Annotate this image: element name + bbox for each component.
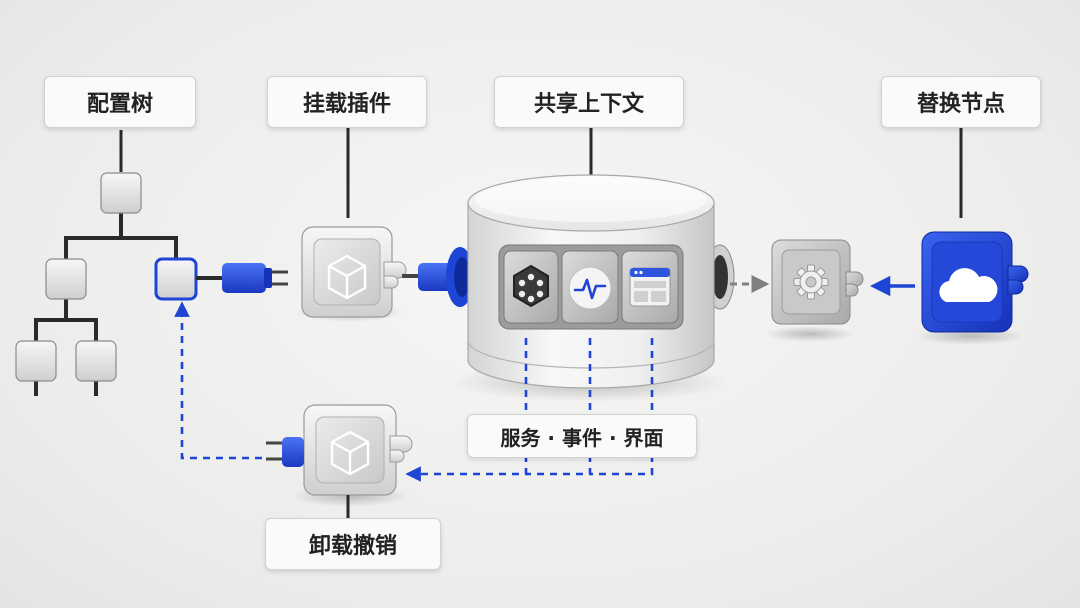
tree-node-left xyxy=(45,258,87,300)
event-slot xyxy=(561,250,619,324)
pulse-wave-icon xyxy=(573,278,607,300)
window-layout-icon xyxy=(629,267,671,307)
mount-plugin-label: 挂载插件 xyxy=(267,76,427,128)
unmount-revoke-label: 卸载撤销 xyxy=(265,518,441,570)
config-tree-label: 配置树 xyxy=(44,76,196,128)
hexagon-socket-icon xyxy=(518,273,544,303)
shared-context-label: 共享上下文 xyxy=(494,76,684,128)
replaced-module xyxy=(771,239,864,325)
gear-icon xyxy=(793,264,829,300)
services-events-ui-label: 服务 · 事件 · 界面 xyxy=(467,414,697,458)
replace-node-label: 替换节点 xyxy=(881,76,1041,128)
blue-plug xyxy=(222,263,288,293)
config-tree xyxy=(15,130,288,396)
cloud-icon xyxy=(939,268,998,302)
mount-plugin-module xyxy=(301,128,456,318)
replace-node-area xyxy=(730,128,1029,333)
ui-slot xyxy=(621,250,679,324)
dashed-flows xyxy=(174,301,654,482)
unmount-module xyxy=(266,404,413,518)
cube-icon xyxy=(330,430,370,476)
blue-plug xyxy=(266,437,304,467)
cube-icon xyxy=(327,254,367,300)
shared-context-hub xyxy=(446,128,735,389)
tree-leaf-node xyxy=(15,340,57,382)
tree-root-node xyxy=(100,172,142,214)
port-slot xyxy=(503,250,559,324)
tree-mount-point-node xyxy=(154,257,198,301)
tree-leaf-node xyxy=(75,340,117,382)
replacement-module xyxy=(921,231,1029,333)
